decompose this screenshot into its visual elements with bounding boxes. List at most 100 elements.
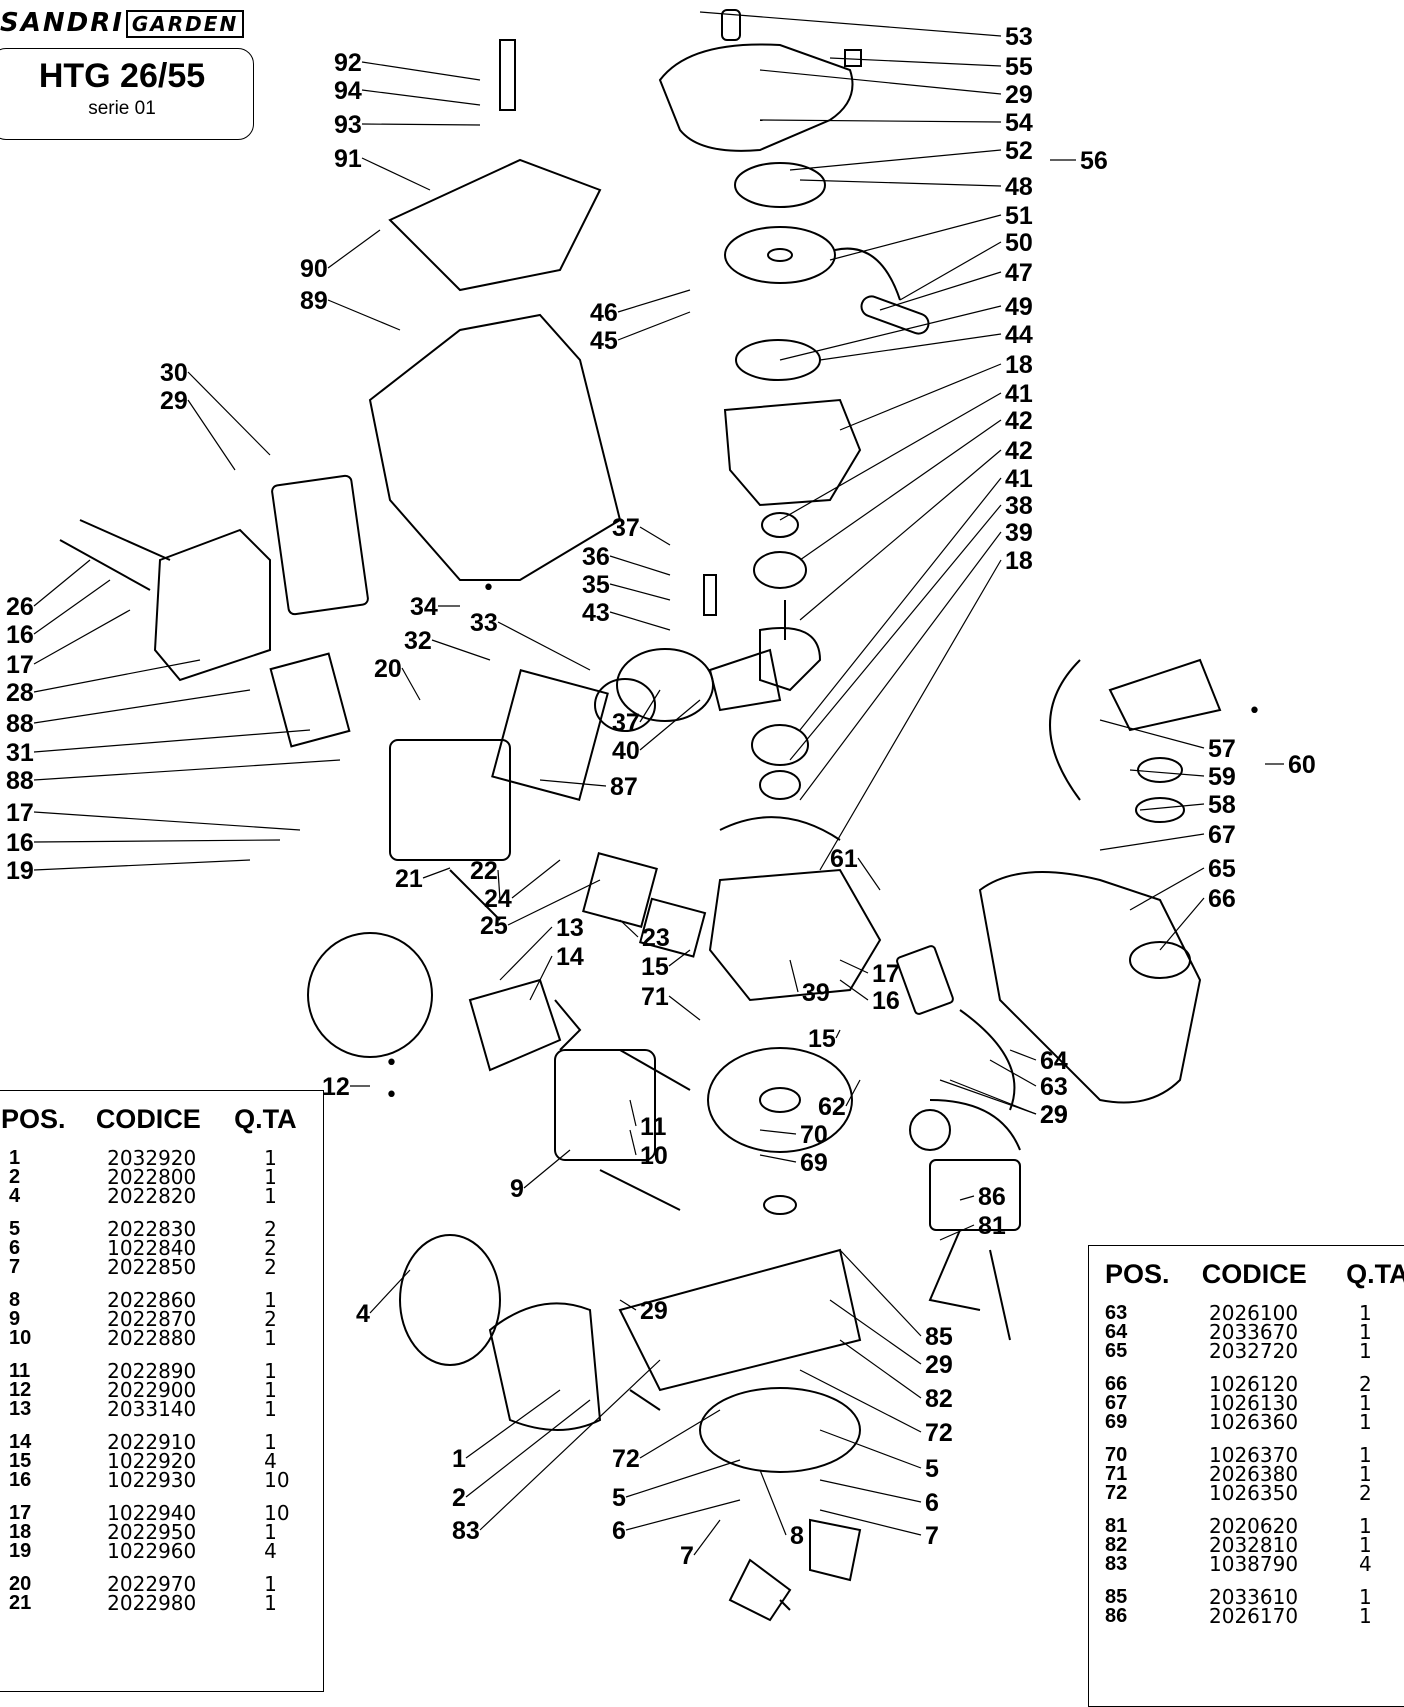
leader-line — [327, 229, 381, 269]
leader-line — [465, 1389, 561, 1459]
callout-26: 26 — [6, 593, 34, 621]
callout-19: 19 — [6, 857, 34, 885]
cell-pos: 15 — [9, 1450, 32, 1472]
callout-56: 56 — [1080, 147, 1108, 175]
callout-23: 23 — [642, 924, 670, 952]
callout-13: 13 — [556, 914, 584, 942]
cylinder-gasket — [491, 669, 609, 801]
leader-line — [1099, 833, 1205, 851]
starter-rope — [834, 247, 901, 301]
leader-line — [799, 531, 1002, 801]
group-bullet: • — [385, 1051, 398, 1076]
callout-17: 17 — [872, 960, 900, 988]
crankcase-lower — [708, 868, 882, 1002]
callout-11: 11 — [640, 1113, 667, 1141]
leader-line — [361, 123, 481, 126]
muffler — [153, 528, 271, 682]
callout-18: 18 — [1005, 547, 1033, 575]
leader-line — [369, 1269, 411, 1314]
callout-47: 47 — [1005, 259, 1033, 287]
cell-pos: 12 — [9, 1379, 32, 1401]
spark-plug — [449, 869, 501, 921]
leader-line — [617, 289, 691, 313]
clutch-spring — [779, 1599, 791, 1611]
leader-line — [361, 157, 431, 191]
callout-50: 50 — [1005, 229, 1033, 257]
engine-housing — [368, 313, 622, 581]
header-code: CODICE — [1201, 1259, 1307, 1289]
callout-16: 16 — [6, 621, 34, 649]
callout-37: 37 — [612, 709, 640, 737]
leader-line — [511, 859, 561, 899]
callout-45: 45 — [590, 327, 618, 355]
callout-41: 41 — [1005, 465, 1033, 493]
leader-line — [668, 949, 691, 967]
leader-line — [939, 1079, 1037, 1115]
cell-pos: 14 — [9, 1431, 32, 1453]
clutch-shoe-left — [728, 1558, 792, 1622]
callout-88: 88 — [6, 710, 34, 738]
nut-square — [844, 49, 862, 67]
cell-pos: 72 — [1105, 1482, 1128, 1504]
cell-qty: 1 — [1359, 1410, 1372, 1434]
primer-bulb — [909, 1109, 951, 1151]
leader-line — [759, 119, 1002, 123]
leader-line — [668, 995, 701, 1021]
cell-qty: 1 — [1359, 1320, 1372, 1344]
cell-pos: 66 — [1105, 1373, 1128, 1395]
callout-61: 61 — [830, 845, 858, 873]
cell-code: 1022940 — [107, 1501, 197, 1525]
cell-code: 1022840 — [107, 1236, 197, 1260]
callout-55: 55 — [1005, 53, 1033, 81]
cell-pos: 85 — [1105, 1586, 1128, 1608]
callout-29: 29 — [1005, 81, 1033, 109]
callout-16: 16 — [6, 829, 34, 857]
callout-1: 1 — [452, 1445, 466, 1473]
clutch-bracket — [618, 1248, 862, 1392]
muffler-shield — [271, 474, 369, 616]
cover-knob — [629, 1389, 661, 1411]
leader-line — [619, 919, 639, 938]
leader-line — [799, 477, 1002, 731]
callout-36: 36 — [582, 543, 610, 571]
leader-line — [1009, 1049, 1037, 1061]
cell-pos: 5 — [9, 1218, 21, 1240]
cell-qty: 1 — [1359, 1533, 1372, 1557]
leader-line — [33, 579, 111, 635]
leader-line — [619, 1299, 637, 1311]
callout-9: 9 — [510, 1175, 524, 1203]
cell-pos: 2 — [9, 1166, 21, 1188]
leader-line — [839, 363, 1002, 431]
cell-code: 2026380 — [1209, 1462, 1299, 1486]
cell-pos: 81 — [1105, 1515, 1128, 1537]
cell-pos: 83 — [1105, 1553, 1128, 1575]
cell-code: 2022800 — [107, 1165, 197, 1189]
table-header: POS. CODICE Q.TA — [1089, 1246, 1404, 1290]
cell-pos: 1 — [9, 1147, 21, 1169]
callout-18: 18 — [1005, 351, 1033, 379]
cell-code: 2033610 — [1209, 1585, 1299, 1609]
leader-line — [1159, 897, 1205, 951]
cell-code: 1022930 — [107, 1468, 197, 1492]
callout-72: 72 — [612, 1445, 640, 1473]
leader-line — [33, 759, 341, 781]
leader-line — [33, 811, 301, 831]
cell-pos: 18 — [9, 1521, 32, 1543]
leader-line — [759, 69, 1002, 95]
brand-name-left: SANDRI — [0, 8, 124, 38]
